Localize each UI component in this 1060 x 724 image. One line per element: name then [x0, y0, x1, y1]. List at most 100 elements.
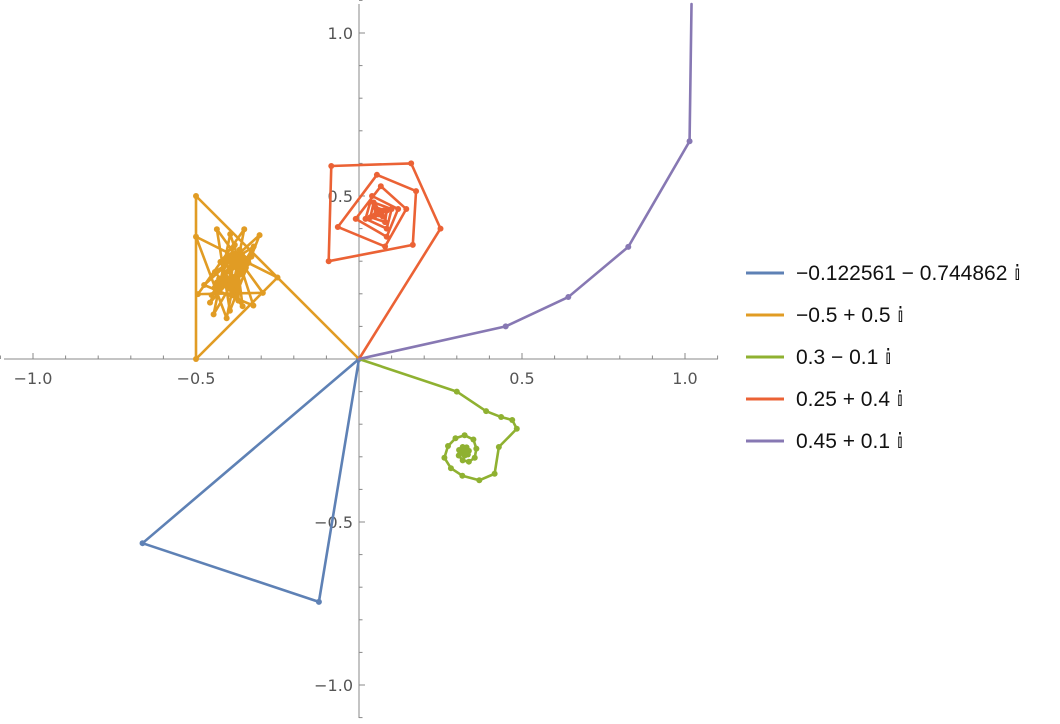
data-point — [471, 454, 478, 461]
data-point — [239, 303, 246, 310]
data-point — [226, 281, 233, 288]
data-point — [413, 188, 420, 195]
data-point — [226, 307, 233, 314]
data-point — [213, 226, 220, 233]
legend-item: −0.5 + 0.5 𝕚 — [746, 304, 904, 327]
data-point — [369, 193, 376, 199]
data-point — [248, 253, 255, 260]
data-point — [250, 243, 257, 250]
data-point — [491, 470, 498, 477]
data-point — [462, 449, 469, 456]
legend-item: −0.122561 − 0.744862 𝕚 — [746, 262, 1021, 285]
data-point — [437, 225, 444, 232]
data-point — [383, 233, 390, 240]
data-point — [139, 540, 146, 547]
data-point — [373, 171, 380, 178]
legend-label: 0.45 + 0.1 𝕚 — [796, 430, 903, 453]
legend-item: 0.25 + 0.4 𝕚 — [746, 388, 903, 411]
data-point — [193, 356, 199, 362]
data-point — [382, 243, 389, 250]
series-1 — [139, 356, 362, 605]
x-tick-label: −0.5 — [177, 369, 216, 388]
data-point — [232, 292, 239, 299]
legend-label: −0.5 + 0.5 𝕚 — [796, 304, 904, 327]
data-point — [315, 598, 322, 605]
data-point — [625, 243, 632, 250]
series-line — [141, 357, 361, 604]
data-point — [403, 206, 410, 213]
series-layer — [139, 2, 693, 605]
data-point — [235, 297, 242, 304]
data-point — [383, 225, 390, 232]
data-point — [227, 231, 234, 238]
data-point — [473, 445, 480, 452]
y-tick-label: 0.5 — [328, 187, 353, 206]
data-point — [498, 414, 505, 421]
data-point — [686, 138, 693, 145]
data-point — [207, 299, 214, 306]
data-point — [274, 274, 281, 281]
legend-label: 0.25 + 0.4 𝕚 — [796, 388, 903, 411]
data-point — [232, 251, 239, 258]
legend-item: 0.3 − 0.1 𝕚 — [746, 346, 892, 369]
data-point — [382, 219, 389, 226]
series-line — [357, 2, 693, 361]
series-5 — [357, 2, 693, 361]
legend: −0.122561 − 0.744862 𝕚 −0.5 + 0.5 𝕚 0.3 − … — [746, 262, 1021, 453]
data-point — [388, 206, 395, 213]
series-line — [357, 357, 519, 482]
data-point — [461, 432, 468, 439]
data-point — [395, 206, 402, 213]
data-point — [250, 302, 257, 309]
y-tick-label: −1.0 — [314, 676, 353, 695]
data-point — [452, 435, 459, 442]
data-point — [370, 199, 377, 206]
data-point — [509, 416, 516, 423]
data-point — [208, 292, 215, 299]
legend-label: 0.3 − 0.1 𝕚 — [796, 346, 892, 369]
data-point — [495, 444, 502, 451]
data-point — [459, 457, 466, 464]
data-point — [217, 258, 224, 265]
data-point — [453, 388, 460, 395]
data-point — [334, 223, 341, 230]
data-point — [241, 226, 248, 233]
data-point — [201, 281, 208, 288]
legend-item: 0.45 + 0.1 𝕚 — [746, 430, 903, 453]
data-point — [441, 454, 448, 461]
data-point — [237, 271, 244, 278]
data-point — [378, 210, 385, 217]
data-point — [447, 465, 454, 472]
data-point — [211, 284, 218, 291]
x-tick-label: 0.5 — [509, 369, 534, 388]
legend-label: −0.122561 − 0.744862 𝕚 — [796, 262, 1021, 285]
y-tick-label: −0.5 — [314, 513, 353, 532]
data-point — [193, 193, 199, 199]
data-point — [216, 275, 223, 282]
x-tick-label: −1.0 — [14, 369, 53, 388]
data-point — [459, 472, 466, 479]
data-point — [476, 477, 483, 484]
data-point — [242, 261, 249, 268]
data-point — [513, 425, 520, 432]
data-point — [223, 315, 230, 322]
data-point — [408, 160, 415, 167]
data-point — [194, 291, 201, 298]
x-tick-label: 1.0 — [672, 369, 697, 388]
data-point — [256, 232, 263, 239]
series-3 — [357, 357, 520, 484]
data-point — [409, 241, 416, 248]
data-point — [377, 183, 384, 190]
data-point — [231, 241, 238, 248]
data-point — [259, 289, 266, 296]
series-4 — [325, 160, 444, 361]
data-point — [502, 323, 509, 330]
data-point — [565, 294, 572, 301]
data-point — [210, 311, 217, 318]
data-point — [470, 436, 477, 443]
data-point — [483, 408, 490, 415]
series-2 — [193, 193, 361, 362]
data-point — [193, 233, 199, 240]
